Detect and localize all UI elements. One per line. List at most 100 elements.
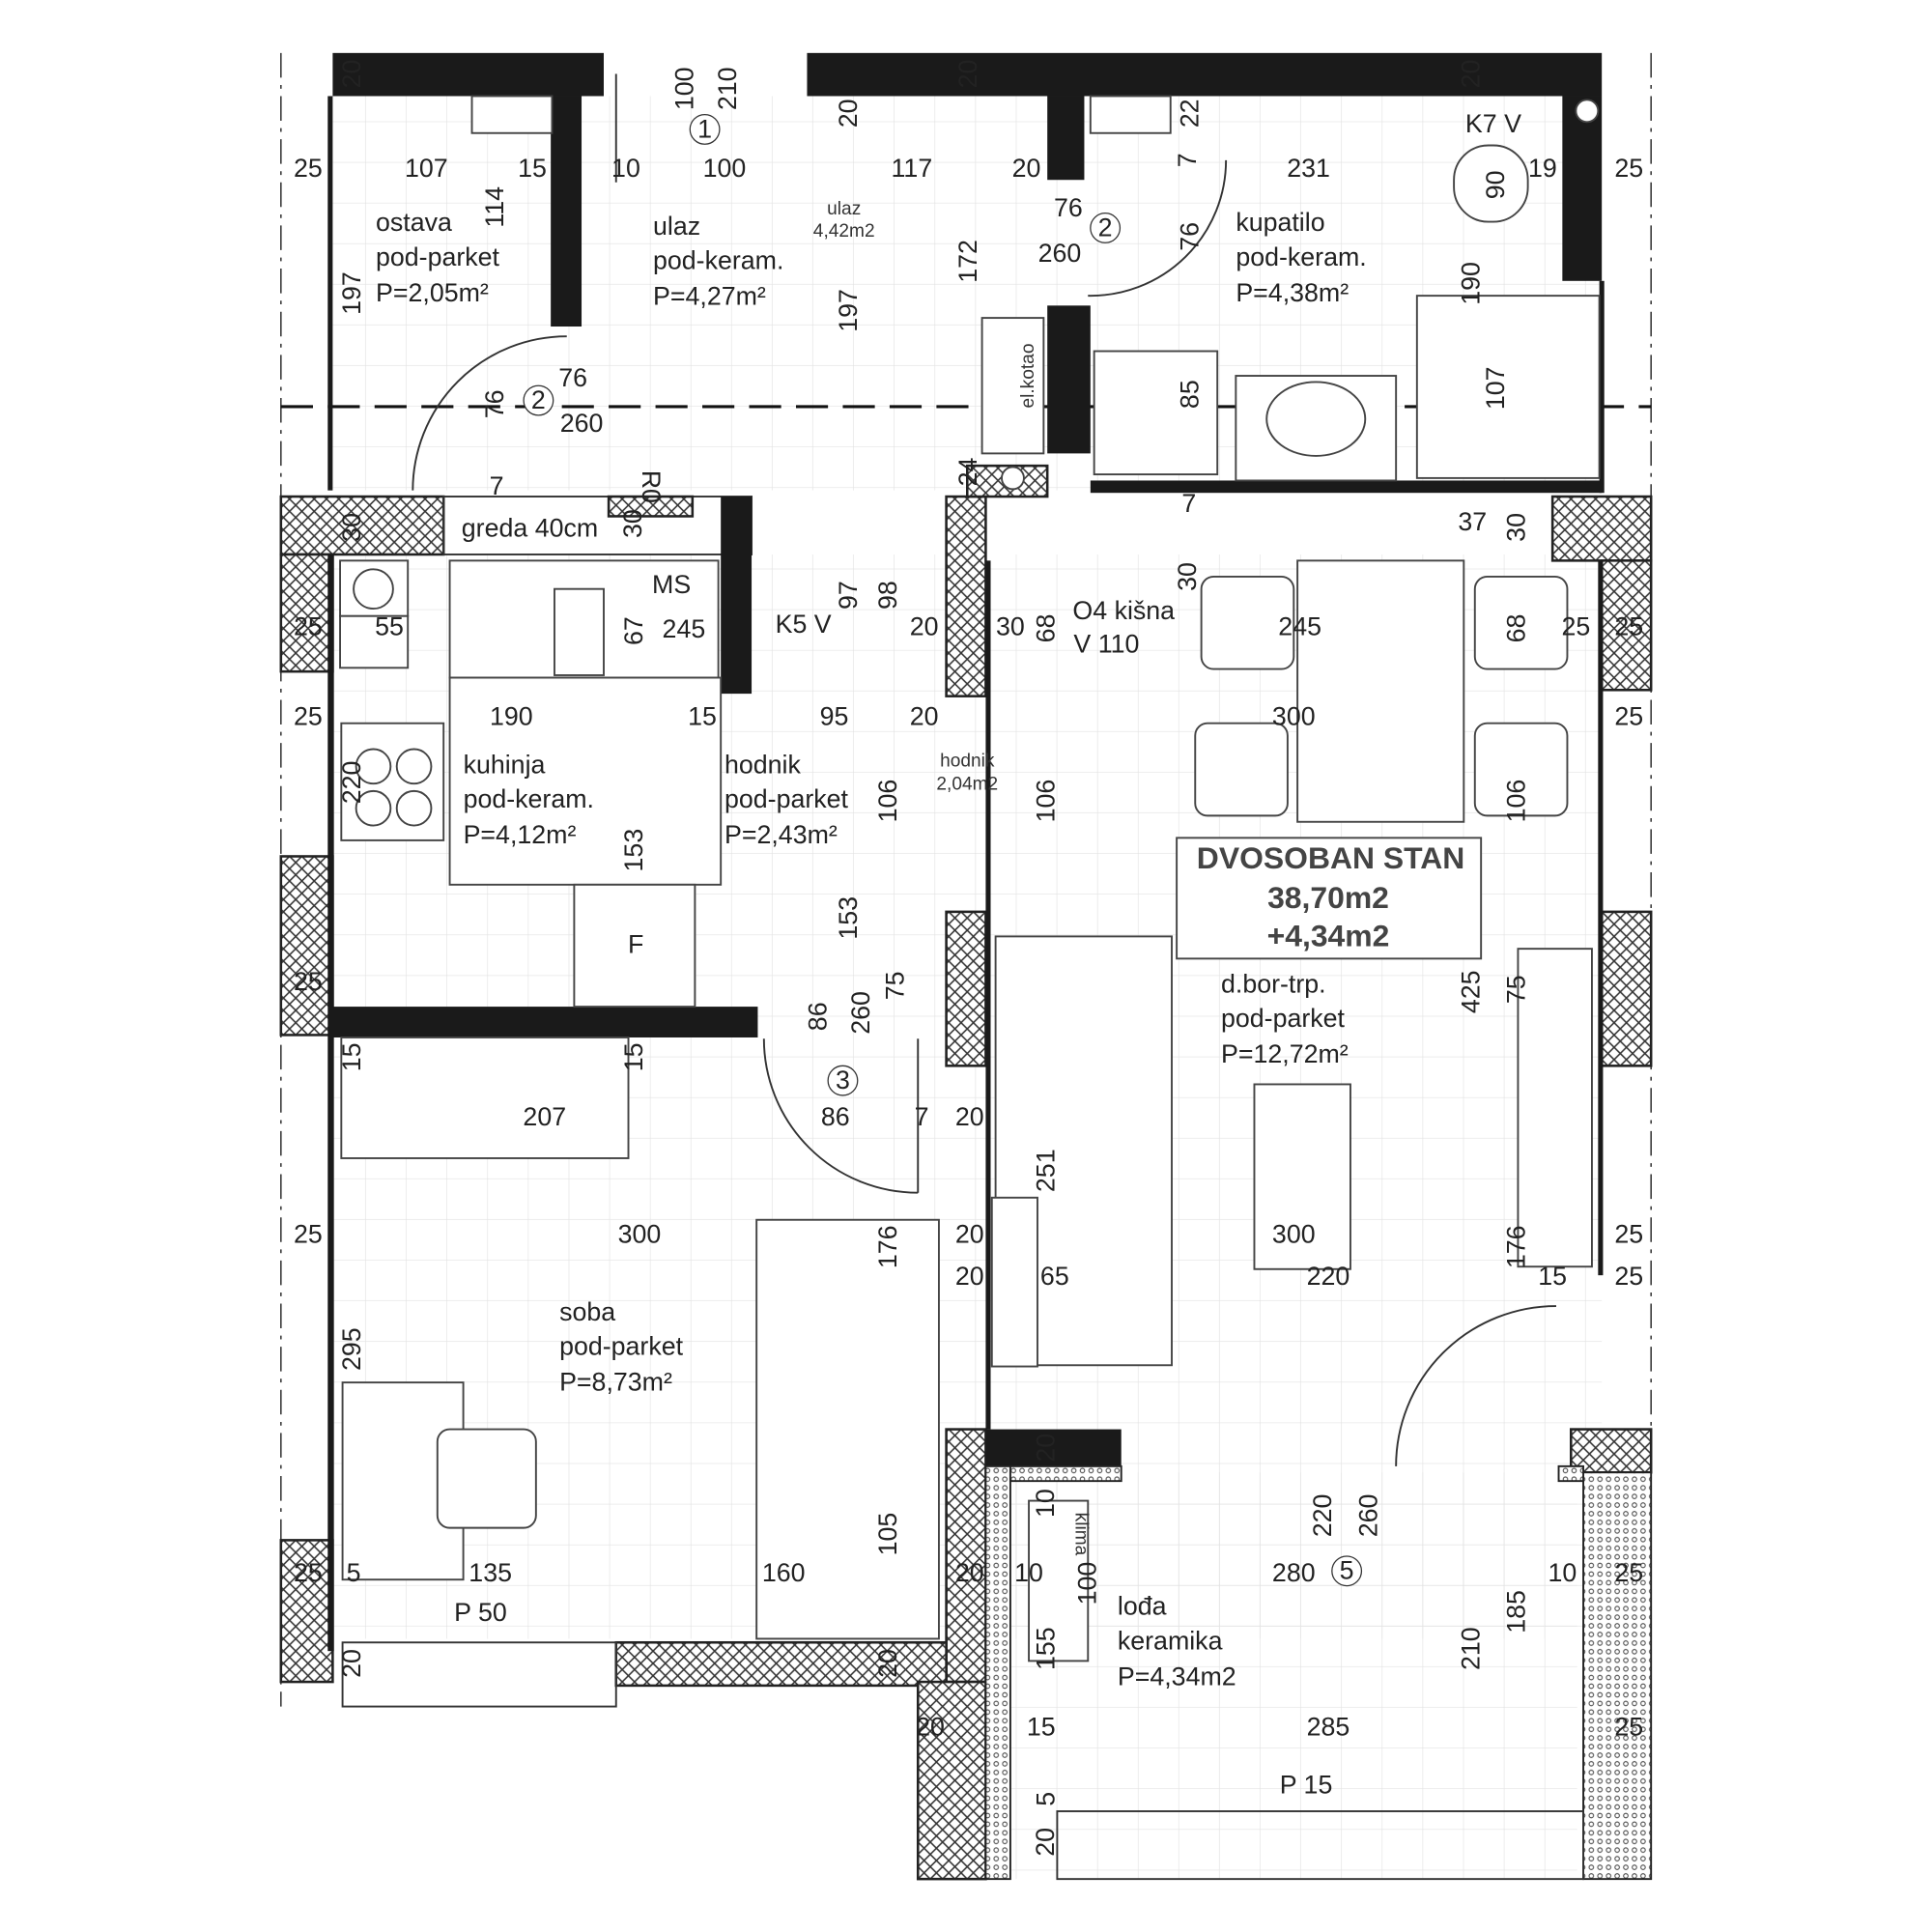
walls [279, 52, 1653, 1881]
room-name: d.bor-trp. [1221, 969, 1326, 998]
dimension-label: 260 [1353, 1494, 1382, 1538]
note-label: P 50 [454, 1598, 507, 1627]
dimension-label: 20 [834, 99, 863, 128]
dimension-label: 176 [1502, 1225, 1531, 1268]
door-marker-circle [1331, 1555, 1363, 1587]
dimension-label: 75 [881, 972, 910, 1001]
dimension-label: 176 [873, 1225, 902, 1268]
door-marker-number: 2 [531, 385, 546, 414]
dimension-label: 25 [294, 612, 323, 641]
dimension-label: 65 [1040, 1262, 1069, 1291]
door-marker-circle [1090, 213, 1122, 243]
dimension-label: 20 [955, 1219, 984, 1248]
dimension-label: 220 [1308, 1494, 1337, 1538]
dimension-label: 85 [1175, 380, 1204, 409]
dimension-label: 86 [821, 1102, 850, 1131]
dimension-label: 260 [846, 991, 875, 1035]
dimension-label: 160 [762, 1558, 806, 1587]
dimension-label: 280 [1272, 1558, 1316, 1587]
dimension-label: 68 [1031, 614, 1060, 643]
dimension-label: 135 [469, 1558, 512, 1587]
dimension-label: 76 [480, 389, 509, 418]
dimension-label: 25 [1614, 1219, 1643, 1248]
dimension-label: 25 [294, 1558, 323, 1587]
dimension-label: 7 [490, 471, 504, 500]
dimension-label: 107 [405, 154, 448, 183]
dimension-label: 20 [910, 612, 939, 641]
dimension-label: 20 [955, 1558, 984, 1587]
dimension-label: 300 [1272, 702, 1316, 731]
dimension-label: 251 [1031, 1149, 1060, 1192]
dimension-label: 25 [1614, 154, 1643, 183]
note-label: 4,42m2 [813, 221, 875, 242]
dimension-label: 295 [337, 1327, 366, 1371]
dimension-label: 76 [558, 363, 587, 392]
dimension-label: 20 [337, 60, 366, 89]
dimension-label: 20 [916, 1713, 945, 1742]
room-area: P=4,27m² [653, 282, 766, 311]
dimension-label: 20 [1031, 1828, 1060, 1857]
room-floor: keramika [1118, 1626, 1223, 1655]
dimension-label: 114 [480, 186, 509, 228]
dimension-label: 107 [1481, 366, 1510, 410]
dimension-label: 210 [713, 68, 742, 111]
dimension-label: 100 [1073, 1562, 1102, 1605]
room-area: P=4,34m2 [1118, 1662, 1236, 1690]
dimension-label: 210 [1456, 1627, 1485, 1670]
dimension-label: 7 [1173, 153, 1202, 167]
room-floor: pod-keram. [653, 246, 783, 275]
dimension-label: 25 [1614, 1713, 1643, 1742]
room-floor: pod-keram. [1236, 242, 1366, 271]
apartment-area: 38,70m2 [1267, 880, 1389, 915]
dimension-label: 155 [1031, 1627, 1060, 1670]
dimension-label: 30 [996, 612, 1025, 641]
dimension-label: 75 [1502, 975, 1531, 1004]
dimension-label: 19 [1528, 154, 1557, 183]
note-label: R0 [637, 470, 666, 503]
dimension-label: 55 [375, 612, 404, 641]
dimension-label: 300 [1272, 1219, 1316, 1248]
dimension-label: 7 [915, 1102, 929, 1131]
room-name: ostava [376, 208, 452, 237]
dimension-label: 15 [688, 702, 717, 731]
note-label: ulaz [827, 199, 861, 219]
dimension-label: 30 [618, 509, 647, 538]
note-label: klima [1071, 1513, 1092, 1556]
dimension-label: 285 [1307, 1713, 1350, 1742]
dimension-label: 25 [294, 154, 323, 183]
dimension-label: 25 [294, 702, 323, 731]
dimension-label: 105 [873, 1513, 902, 1556]
room-name: hodnik [724, 750, 801, 779]
dimension-label: 106 [1031, 780, 1060, 823]
dimension-label: 25 [1561, 612, 1590, 641]
dimension-label: 20 [953, 60, 982, 89]
dimension-label: 190 [490, 702, 533, 731]
dimension-label: 68 [1502, 614, 1531, 643]
dimension-label: 220 [1307, 1262, 1350, 1291]
note-label: K5 V [776, 610, 832, 639]
room-floor: pod-parket [724, 784, 849, 813]
note-label: hodnik [940, 751, 995, 771]
dimension-label: 5 [1031, 1792, 1060, 1806]
dimension-label: 20 [955, 1262, 984, 1291]
dimension-label: 106 [873, 780, 902, 823]
dimension-label: 100 [703, 154, 747, 183]
dimension-label: 172 [953, 240, 982, 283]
dimension-label: 15 [518, 154, 547, 183]
note-label: V 110 [1073, 629, 1139, 658]
dimension-label: 300 [618, 1219, 662, 1248]
room-floor: pod-parket [376, 242, 500, 271]
dimension-label: 153 [834, 896, 863, 940]
dimension-label: 25 [1614, 612, 1643, 641]
room-name: lođa [1118, 1592, 1167, 1621]
dimension-label: 22 [1175, 99, 1204, 128]
note-label: P 15 [1280, 1771, 1333, 1800]
dimension-label: 20 [955, 1102, 984, 1131]
room-area: P=8,73m² [559, 1367, 672, 1396]
dimension-label: 425 [1456, 970, 1485, 1013]
door-marker-circle [827, 1065, 859, 1096]
door-marker-number: 2 [1098, 213, 1113, 242]
